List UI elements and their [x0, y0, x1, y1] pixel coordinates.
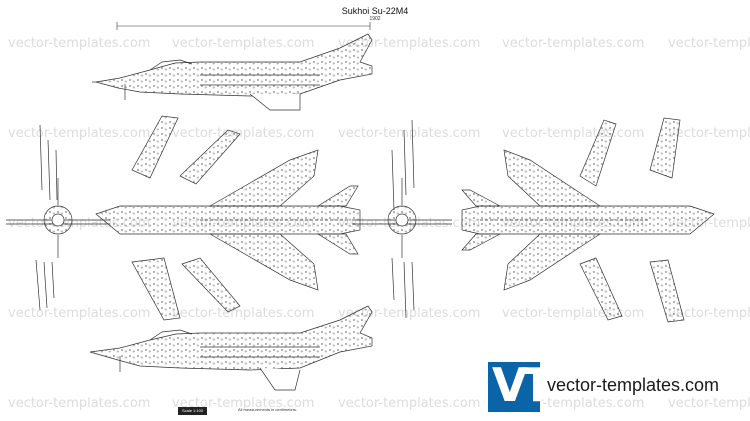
plan-view-left	[95, 115, 361, 321]
length-dimension-label: 1902	[369, 16, 381, 22]
brand-logo-icon: VT	[488, 358, 553, 412]
drawing-title: Sukhoi Su-22M4	[341, 6, 409, 16]
front-view-left	[6, 124, 110, 311]
measurement-note: All measurements in centimeters.	[238, 407, 298, 412]
brand-block[interactable]: VT vector-templates.com	[488, 358, 743, 412]
brand-logo-letters: VT	[492, 358, 553, 412]
scale-label: Scale 1:100	[178, 407, 208, 415]
brand-name: vector-templates.com	[547, 375, 720, 395]
side-view-bottom	[89, 305, 373, 391]
dimension-line	[116, 22, 371, 30]
plan-view-right	[461, 117, 715, 323]
front-view-right	[352, 119, 452, 319]
side-view-top	[92, 33, 373, 111]
